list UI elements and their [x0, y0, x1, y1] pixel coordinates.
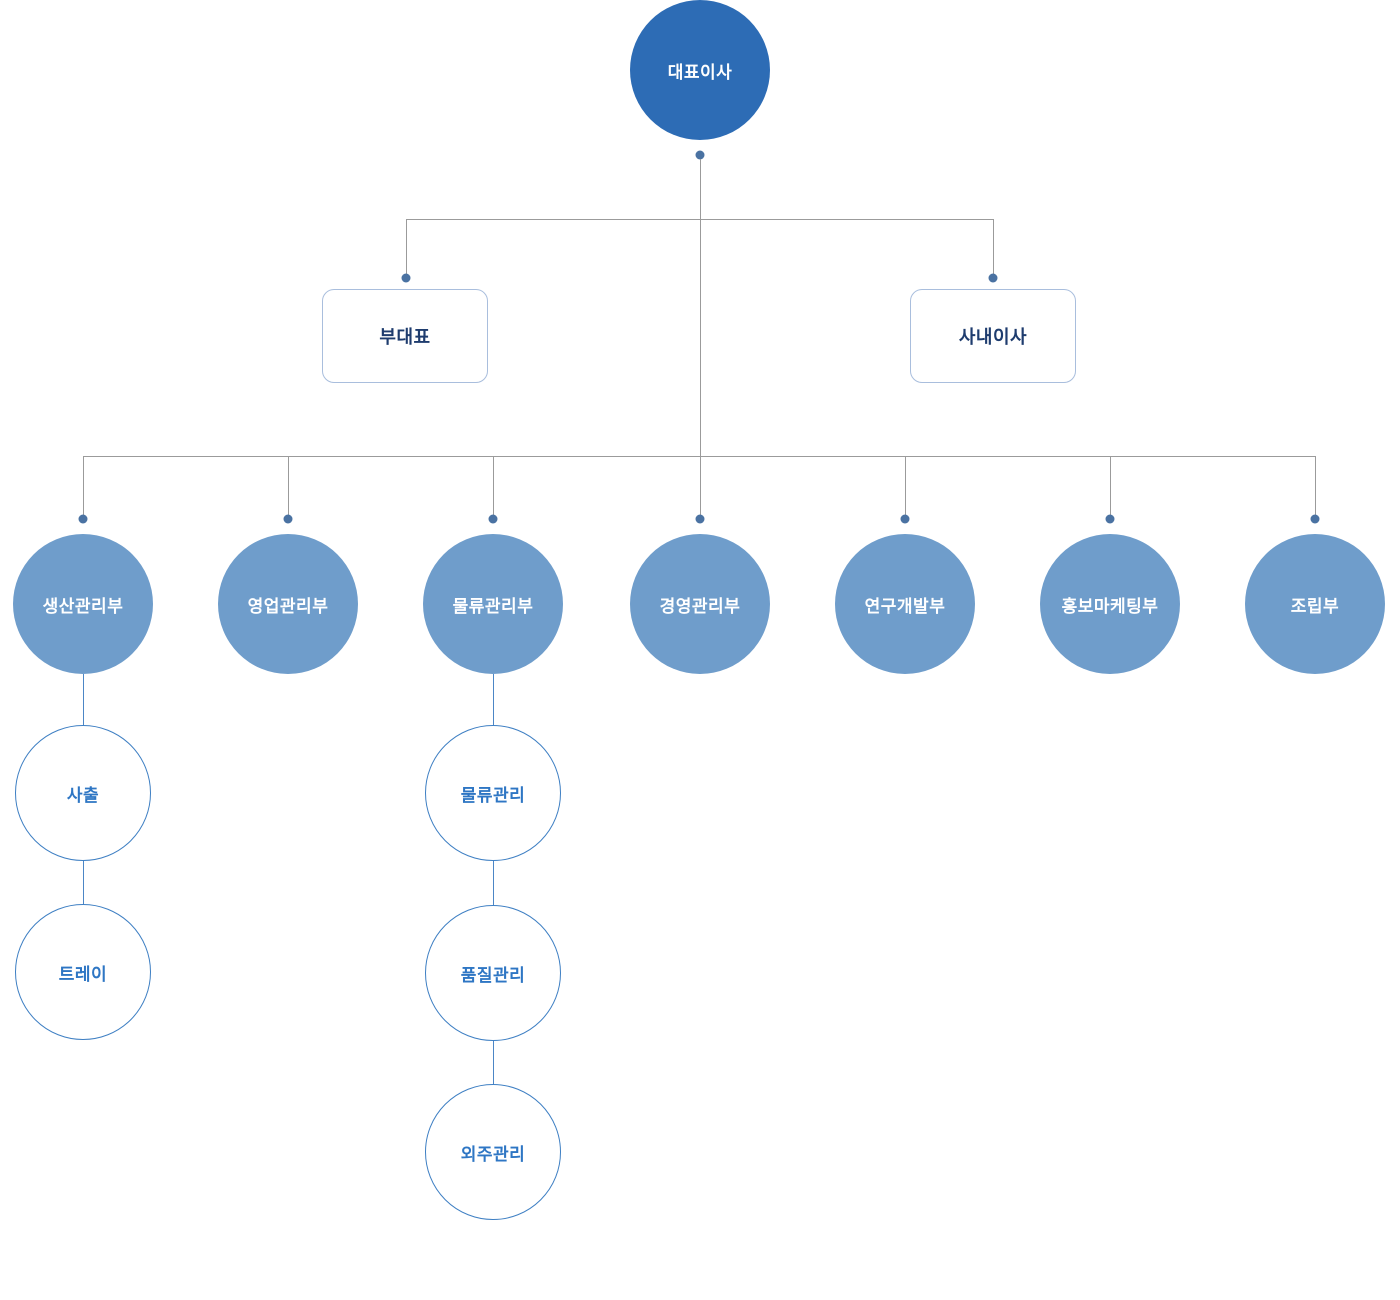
- node-dept-label: 조립부: [1290, 596, 1340, 616]
- connector-dot: [78, 514, 88, 524]
- node-dept-label: 연구개발부: [864, 596, 946, 616]
- node-internal-director-label: 사내이사: [958, 327, 1028, 347]
- node-dept-sales: 영업관리부: [218, 534, 358, 674]
- node-sub-injection: 사출: [15, 725, 151, 861]
- connector-line: [493, 861, 494, 905]
- connector-line: [83, 674, 84, 725]
- connector-dot: [695, 150, 705, 160]
- connector-line: [83, 456, 84, 515]
- connector-line: [493, 456, 494, 515]
- node-dept-label: 물류관리부: [452, 596, 534, 616]
- connector-line: [493, 1041, 494, 1084]
- node-vice-president: 부대표: [322, 289, 488, 383]
- node-ceo-label: 대표이사: [667, 62, 733, 82]
- connector-line: [83, 861, 84, 904]
- connector-dot: [695, 514, 705, 524]
- connector-line: [993, 219, 994, 276]
- node-sub-label: 품질관리: [460, 965, 526, 985]
- node-dept-label: 홍보마케팅부: [1061, 596, 1159, 616]
- node-vice-president-label: 부대표: [379, 327, 431, 347]
- node-internal-director: 사내이사: [910, 289, 1076, 383]
- node-dept-assembly: 조립부: [1245, 534, 1385, 674]
- connector-dot: [283, 514, 293, 524]
- node-dept-production: 생산관리부: [13, 534, 153, 674]
- connector-line: [406, 219, 407, 276]
- node-dept-label: 영업관리부: [247, 596, 329, 616]
- connector-line: [905, 456, 906, 515]
- node-dept-label: 생산관리부: [42, 596, 124, 616]
- connector-line: [700, 159, 701, 519]
- connector-line: [1315, 456, 1316, 515]
- node-sub-logistics-mgmt: 물류관리: [425, 725, 561, 861]
- connector-dot: [1105, 514, 1115, 524]
- node-sub-label: 사출: [66, 785, 100, 805]
- node-dept-label: 경영관리부: [659, 596, 741, 616]
- connector-line: [288, 456, 289, 515]
- connector-line: [493, 674, 494, 725]
- node-dept-management: 경영관리부: [630, 534, 770, 674]
- node-sub-label: 트레이: [58, 964, 108, 984]
- node-dept-logistics: 물류관리부: [423, 534, 563, 674]
- connector-dot: [401, 273, 411, 283]
- connector-dot: [488, 514, 498, 524]
- connector-line: [406, 219, 993, 220]
- node-ceo: 대표이사: [630, 0, 770, 140]
- node-sub-label: 물류관리: [460, 785, 526, 805]
- node-dept-rnd: 연구개발부: [835, 534, 975, 674]
- connector-dot: [900, 514, 910, 524]
- node-sub-label: 외주관리: [460, 1144, 526, 1164]
- node-sub-outsourcing-mgmt: 외주관리: [425, 1084, 561, 1220]
- connector-dot: [1310, 514, 1320, 524]
- connector-line: [1110, 456, 1111, 515]
- connector-dot: [988, 273, 998, 283]
- connector-line: [83, 456, 1315, 457]
- node-sub-quality-mgmt: 품질관리: [425, 905, 561, 1041]
- node-sub-tray: 트레이: [15, 904, 151, 1040]
- node-dept-marketing: 홍보마케팅부: [1040, 534, 1180, 674]
